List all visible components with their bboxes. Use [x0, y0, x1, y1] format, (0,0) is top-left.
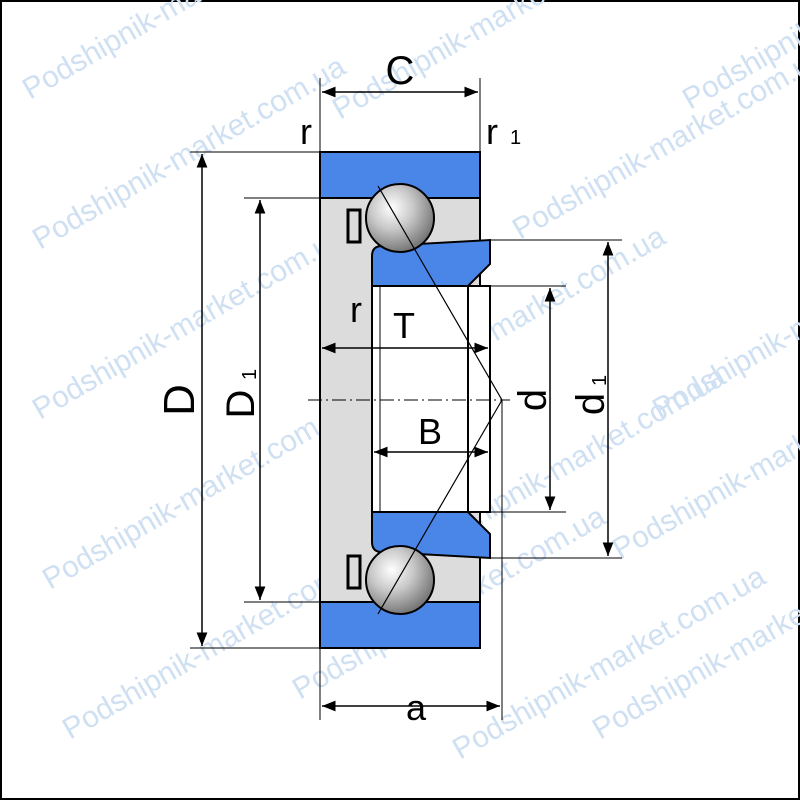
label-D1-group: D 1 [219, 369, 263, 419]
label-d: d [511, 389, 555, 411]
cage-top [346, 208, 362, 244]
label-T: T [393, 305, 415, 346]
label-d1: d [569, 393, 613, 415]
watermark-text: Podshipnik-market.com.ua [327, 0, 651, 126]
label-B: B [418, 411, 442, 452]
label-r-inner: r [350, 289, 362, 330]
label-C: C [386, 49, 415, 93]
label-D: D [155, 384, 204, 416]
label-D1: D [219, 390, 263, 419]
cage-bottom [346, 554, 362, 590]
dimension-labels: C r r 1 r T B a D D 1 d d 1 [155, 49, 613, 728]
contact-line-top [377, 185, 503, 401]
label-d1-sub: 1 [589, 375, 611, 386]
contact-line-bottom [377, 399, 503, 615]
label-a: a [406, 687, 427, 728]
label-r1: r [486, 111, 498, 152]
label-d1-group: d 1 [569, 375, 613, 415]
label-r-top: r [300, 111, 312, 152]
watermark-text: Podshipnik-market.com.ua [37, 390, 361, 596]
label-r1-sub: 1 [510, 127, 521, 149]
extension-lines [190, 78, 622, 720]
dimension-arrows [196, 86, 614, 712]
label-D1-sub: 1 [239, 369, 261, 380]
ball-top [365, 183, 435, 253]
bore [371, 285, 491, 513]
ball-bottom [365, 545, 435, 615]
